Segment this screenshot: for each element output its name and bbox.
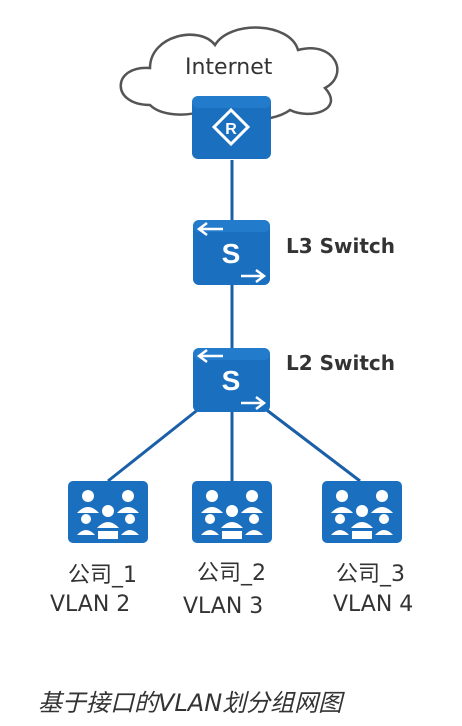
diagram-caption: 基于接口的VLAN划分组网图: [38, 689, 343, 717]
l2-switch-letter: S: [222, 365, 241, 396]
l2-switch-label: L2 Switch: [286, 351, 396, 375]
link-l2-group3: [263, 406, 361, 483]
group-3-vlan: VLAN 4: [333, 592, 414, 617]
link-l2-group1: [107, 406, 201, 483]
user-group-icon: [68, 481, 148, 543]
router-label: R: [225, 121, 237, 138]
group-2-name: 公司_2: [197, 561, 266, 586]
user-group-icon: [322, 481, 402, 543]
l3-switch-letter: S: [222, 238, 241, 269]
user-group-icon: [192, 481, 272, 543]
l2-switch-icon: [193, 348, 270, 412]
group-3-name: 公司_3: [336, 562, 405, 587]
group-1-vlan: VLAN 2: [50, 592, 131, 617]
group-2-vlan: VLAN 3: [183, 594, 264, 619]
group-1-name: 公司_1: [68, 563, 137, 588]
l3-switch-label: L3 Switch: [286, 234, 396, 258]
internet-label: Internet: [185, 55, 273, 80]
router-icon: [192, 96, 271, 159]
l3-switch-icon: [193, 220, 270, 285]
